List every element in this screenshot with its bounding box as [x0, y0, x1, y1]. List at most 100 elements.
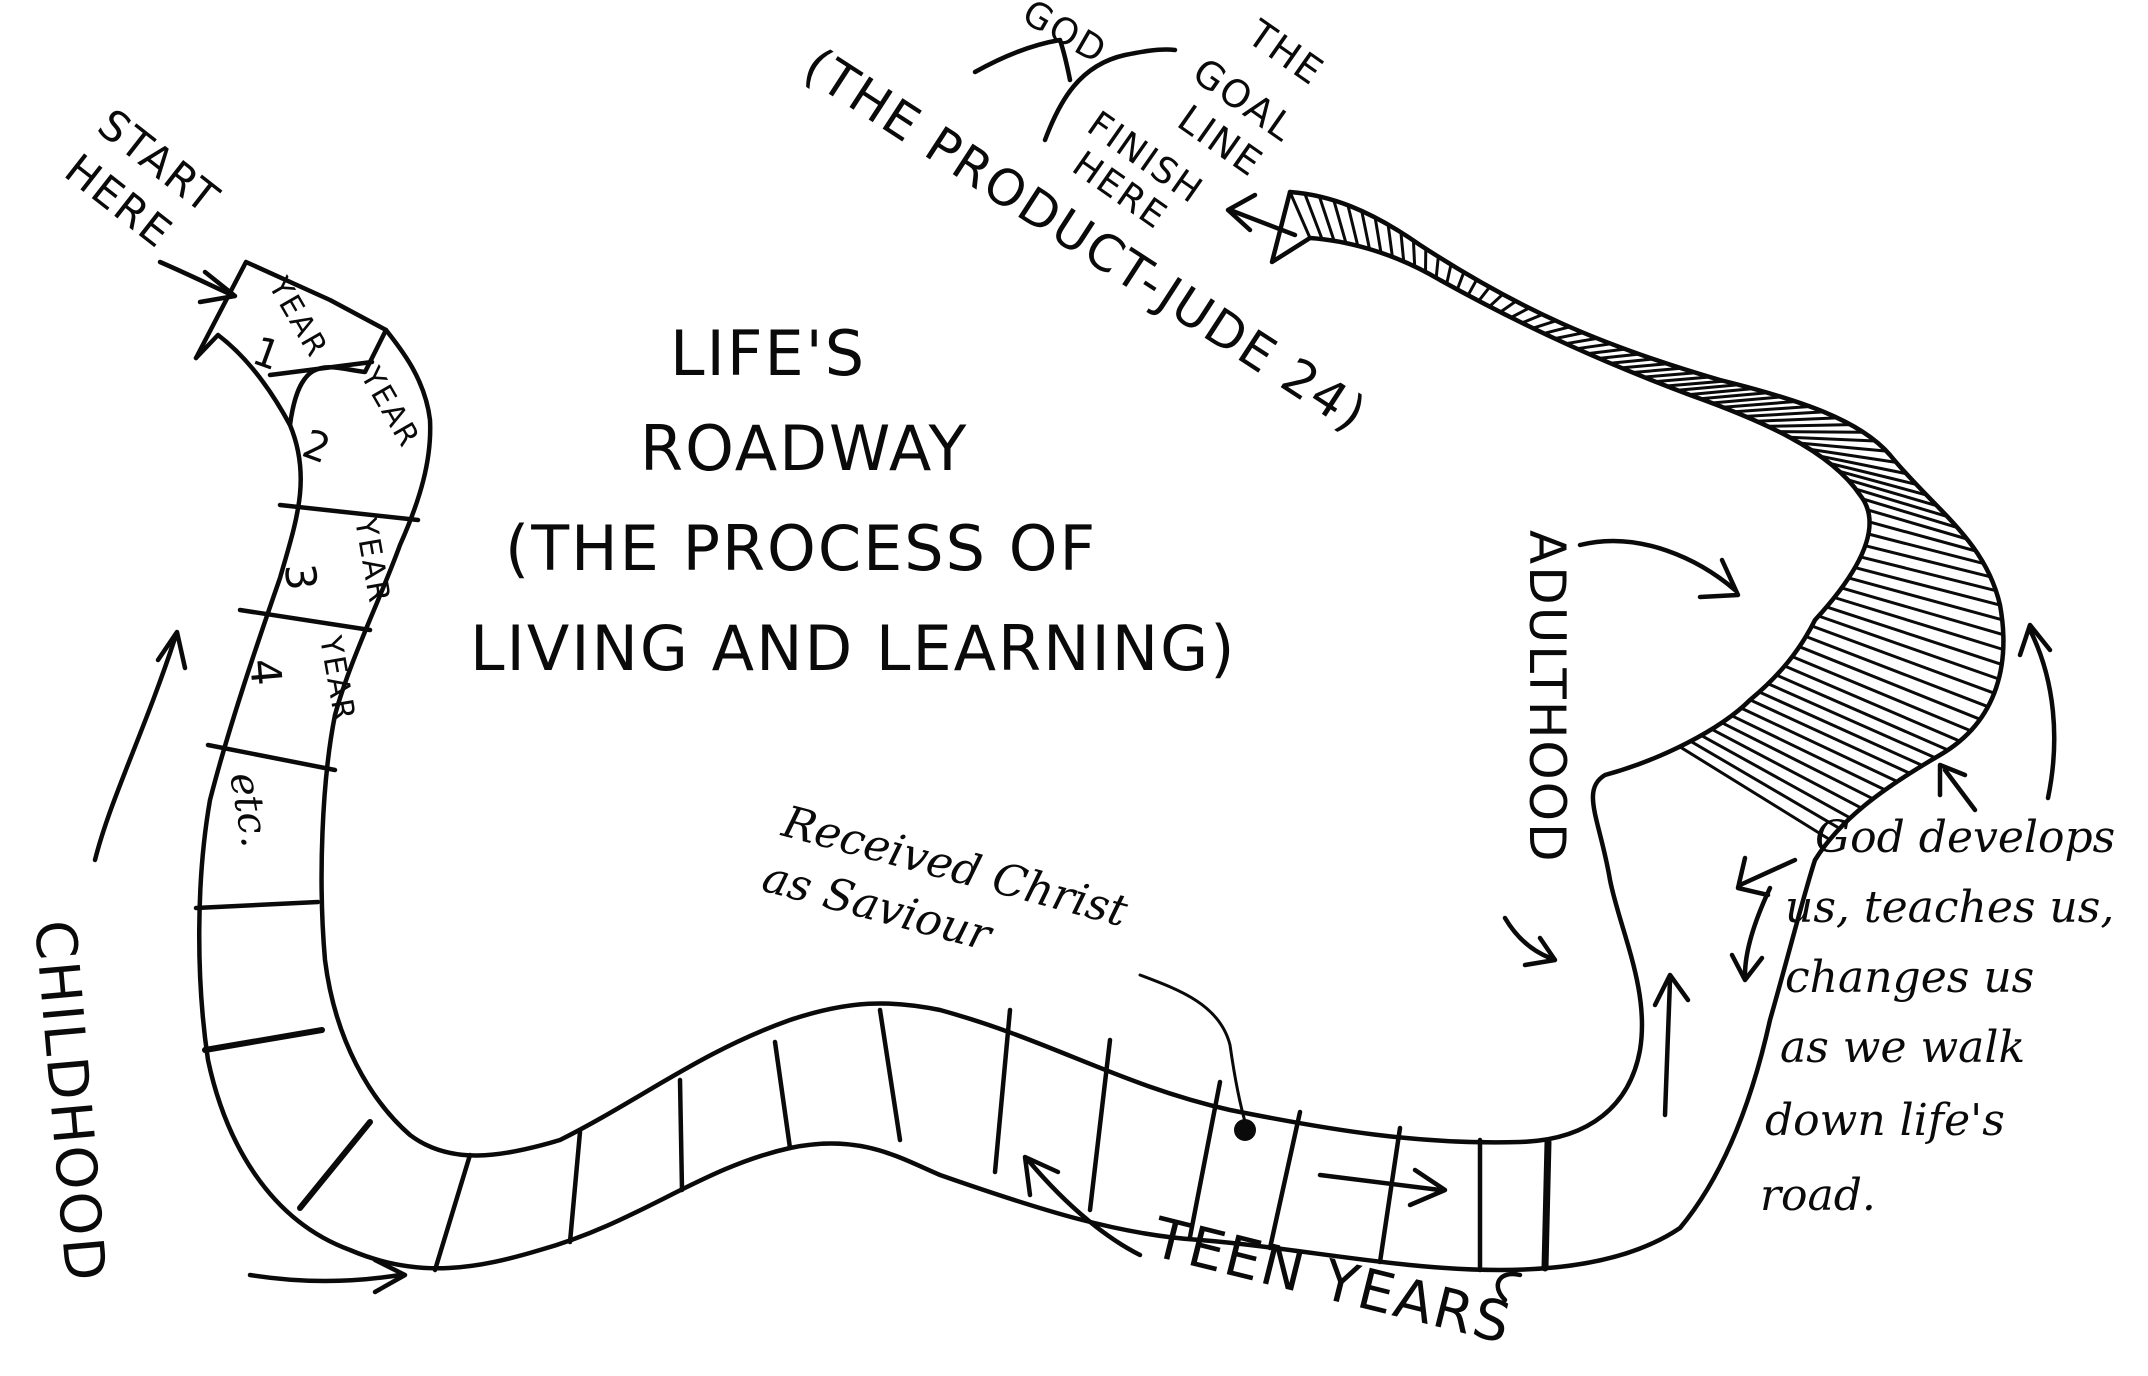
hatch-line — [1777, 430, 1865, 434]
hatch-line — [1787, 435, 1877, 443]
note-arrow-diag — [1942, 767, 1978, 813]
hatch-line — [1642, 371, 1698, 379]
title-line-4: LIVING AND LEARNING) — [470, 612, 1236, 685]
year-3-number: 3 — [275, 562, 326, 595]
hatch-line — [1863, 544, 1992, 579]
note-arrow-left — [1737, 857, 1798, 888]
note-arrow-diag-head — [1937, 762, 1968, 798]
etc-label: etc. — [220, 769, 278, 851]
year-4-number: 4 — [240, 657, 291, 690]
segment-divider — [877, 1007, 903, 1143]
hatch-line — [1411, 238, 1417, 268]
year-4-word: YEAR — [312, 632, 362, 724]
hatch-line — [1346, 203, 1360, 248]
teen-hook — [1495, 1271, 1523, 1303]
segment-divider — [1087, 1037, 1113, 1213]
hatch-line — [1676, 383, 1741, 392]
note-line-1: God develops — [1815, 812, 2115, 863]
segment-divider — [567, 1129, 583, 1245]
childhood-arrow-up-head — [155, 629, 188, 671]
road-inner-edge — [319, 235, 1872, 1158]
segment-divider — [772, 1039, 793, 1151]
hatch-line — [1847, 576, 2004, 622]
hatch-line — [1455, 270, 1466, 291]
hatch-line — [1445, 263, 1453, 286]
hatch-line — [1846, 478, 1939, 508]
hatch-line — [1531, 319, 1558, 330]
road-arrow-up-head — [1652, 972, 1691, 1008]
adulthood-arrow-bottom — [1502, 915, 1553, 961]
note-arrow-down-head — [1729, 952, 1765, 983]
road-hatching — [1288, 190, 2005, 842]
start-arrow — [157, 259, 235, 298]
hatch-line — [1866, 532, 1986, 566]
adulthood-arrow-top-head — [1697, 557, 1741, 600]
hatch-line — [1730, 714, 1887, 792]
hatch-line — [1744, 410, 1826, 418]
hatch-line — [1303, 192, 1324, 241]
segment-divider — [1377, 1125, 1403, 1265]
hatch-line — [1664, 379, 1726, 388]
hatch-line — [1720, 721, 1875, 801]
hatch-line — [1373, 215, 1383, 255]
hatch-line — [1586, 347, 1627, 356]
hatch-line — [1757, 690, 1924, 767]
hatch-line — [1790, 655, 1973, 733]
hatch-line — [1732, 405, 1812, 414]
hatch-line — [1804, 635, 1990, 709]
segment-divider — [1541, 1138, 1552, 1272]
segment-divider — [237, 607, 373, 633]
hatch-line — [1766, 682, 1937, 760]
segment-divider — [193, 899, 321, 911]
hatch-line — [1466, 278, 1479, 297]
childhood-arrow-right — [247, 1272, 403, 1284]
hatch-line — [1853, 566, 2002, 607]
arrows — [92, 37, 2057, 1303]
hatch-line — [1332, 198, 1348, 245]
title-line-1: LIFE'S — [670, 317, 866, 390]
goal-line-bracket — [1042, 47, 1178, 143]
hatch-line — [1386, 223, 1394, 259]
teen-arrow-right — [1317, 1172, 1443, 1193]
childhood-label: CHILDHOOD — [21, 918, 117, 1286]
road-outer-edge — [193, 189, 2006, 1273]
hatch-line — [1399, 230, 1406, 263]
hatch-line — [1739, 706, 1899, 783]
adulthood-label: ADULTHOOD — [1518, 530, 1576, 864]
segment-divider — [202, 1027, 325, 1053]
hatch-line — [1678, 745, 1832, 842]
teen-arrow-left-head — [1022, 1154, 1061, 1198]
hatch-line — [1488, 292, 1505, 308]
note-line-4: as we walk — [1780, 1022, 2025, 1073]
road-arrow-up — [1662, 977, 1673, 1118]
hatch-line — [1360, 209, 1371, 251]
segment-divider — [432, 1152, 473, 1273]
hatch-line — [1689, 739, 1842, 830]
hatch-line — [1710, 727, 1863, 810]
road — [193, 189, 2006, 1273]
hatch-line — [1653, 375, 1712, 384]
hatch-line — [1608, 357, 1655, 365]
hatch-line — [1797, 645, 1982, 721]
title-line-3: (THE PROCESS OF — [505, 512, 1097, 585]
hatch-line — [1783, 664, 1962, 743]
hatch-line — [1553, 331, 1585, 341]
hatch-line — [1859, 555, 1998, 593]
teen-label: TEEN YEARS — [1146, 1205, 1519, 1357]
hatch-line — [1854, 487, 1949, 519]
hatch-line — [1597, 352, 1641, 360]
note-arrow-down — [1742, 885, 1773, 978]
start-arrow-head — [197, 269, 238, 305]
segment-divider — [205, 742, 338, 773]
hatch-line — [1817, 614, 2001, 681]
received-pointer — [1138, 973, 1248, 1127]
finish-arrow — [1227, 207, 1298, 238]
segment-divider — [1187, 1079, 1223, 1240]
title-line-2: ROADWAY — [640, 412, 968, 485]
finish-arrow-head — [1225, 192, 1258, 233]
hatch-line — [1564, 336, 1599, 346]
hatch-line — [1775, 673, 1950, 752]
hatch-line — [1509, 306, 1531, 319]
hatch-line — [1840, 586, 2005, 637]
